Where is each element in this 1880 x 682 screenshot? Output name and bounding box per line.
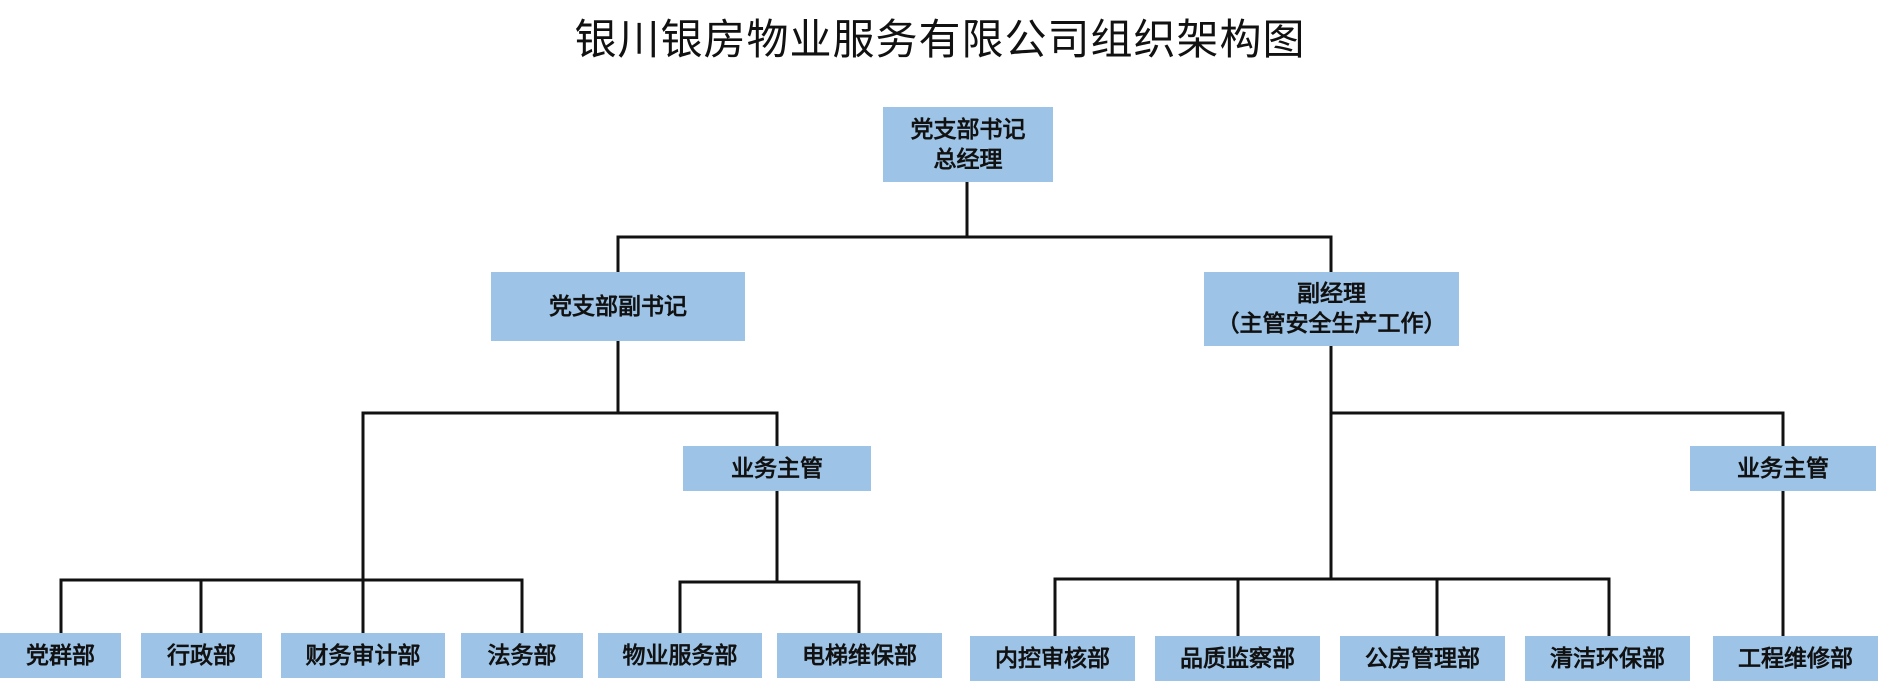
node-general-manager-line1: 党支部书记 [910, 116, 1026, 143]
dept-box: 内控审核部 [970, 636, 1135, 681]
dept-box: 清洁环保部 [1525, 636, 1690, 681]
node-business-supervisor-left-label: 业务主管 [731, 455, 823, 482]
node-business-supervisor-right: 业务主管 [1690, 446, 1876, 491]
dept-label: 工程维修部 [1738, 645, 1853, 672]
dept-box: 行政部 [141, 633, 262, 678]
dept-box: 法务部 [461, 633, 583, 678]
dept-label: 品质监察部 [1180, 645, 1295, 672]
chart-title: 银川银房物业服务有限公司组织架构图 [574, 15, 1306, 64]
node-deputy-manager-line2: （主管安全生产工作） [1216, 311, 1447, 337]
node-deputy-manager-line1: 副经理 [1297, 281, 1366, 307]
node-business-supervisor-right-label: 业务主管 [1737, 455, 1829, 482]
node-deputy-manager: 副经理 （主管安全生产工作） [1204, 272, 1459, 346]
dept-box: 公房管理部 [1340, 636, 1505, 681]
dept-label: 财务审计部 [305, 642, 421, 669]
dept-label: 行政部 [167, 642, 236, 669]
dept-label: 内控审核部 [995, 645, 1110, 672]
dept-label: 电梯维保部 [802, 642, 917, 669]
dept-box: 电梯维保部 [777, 633, 942, 678]
dept-label: 党群部 [26, 642, 95, 669]
dept-box: 物业服务部 [598, 633, 762, 678]
dept-label: 物业服务部 [622, 642, 738, 669]
dept-box: 党群部 [0, 633, 121, 678]
dept-box: 工程维修部 [1713, 636, 1878, 681]
dept-label: 法务部 [487, 642, 557, 669]
node-deputy-secretary-label: 党支部副书记 [549, 293, 687, 320]
dept-label: 清洁环保部 [1550, 645, 1665, 672]
node-general-manager: 党支部书记 总经理 [883, 107, 1053, 182]
node-business-supervisor-left: 业务主管 [683, 446, 871, 491]
node-general-manager-line2: 总经理 [933, 146, 1003, 173]
dept-box: 财务审计部 [281, 633, 445, 678]
node-deputy-secretary: 党支部副书记 [491, 272, 745, 341]
dept-label: 公房管理部 [1365, 645, 1480, 672]
dept-box: 品质监察部 [1155, 636, 1320, 681]
